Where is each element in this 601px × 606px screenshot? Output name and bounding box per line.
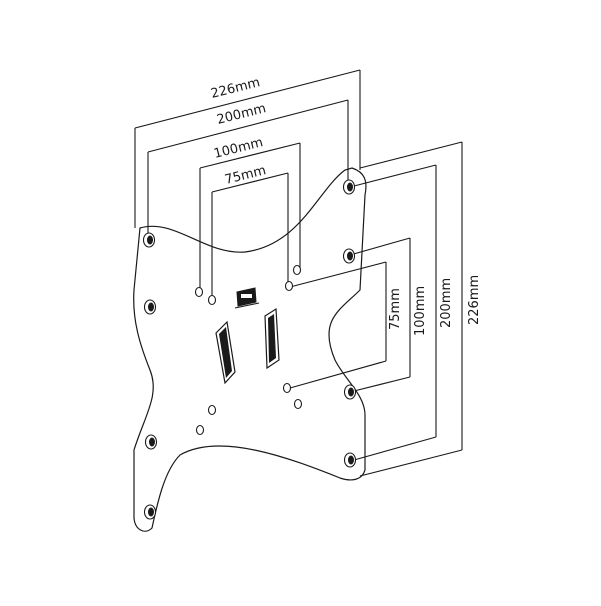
hole-mid-right-upper <box>342 248 356 264</box>
dim-75-v-ext-top <box>289 261 387 288</box>
small-hole-3 <box>284 280 294 292</box>
small-hole-6 <box>293 398 303 410</box>
hole-bottom-right <box>343 452 357 468</box>
dim-200-v-label: 200mm <box>439 278 454 328</box>
center-latch <box>234 287 260 309</box>
dim-226-h-line <box>134 69 361 129</box>
dim-100-v-ext-top <box>349 237 411 256</box>
mounting-plate <box>133 167 367 532</box>
dim-75-h-line <box>211 172 289 193</box>
small-hole-4 <box>292 264 302 276</box>
small-hole-7 <box>207 404 217 416</box>
left-slot <box>215 320 236 385</box>
dim-226-v-label: 226mm <box>467 275 482 325</box>
inner-holes <box>194 264 303 436</box>
hole-bottom-left <box>143 504 157 520</box>
dim-100-v-ext-bottom <box>349 376 411 393</box>
hole-top-right <box>342 179 356 195</box>
dim-200-v-ext-bottom <box>353 436 437 461</box>
dim-226-v-ext-top <box>359 141 463 169</box>
dim-226-v-ext-bottom <box>359 449 463 477</box>
dim-75-v-ext-bottom <box>289 360 387 389</box>
small-hole-5 <box>282 382 292 394</box>
hole-top-left <box>142 232 156 248</box>
dim-100-v-label: 100mm <box>413 286 428 336</box>
outer-holes <box>142 179 357 520</box>
hole-mid-right-lower <box>343 384 357 400</box>
small-hole-1 <box>194 286 204 298</box>
dim-200-h-line <box>147 99 349 153</box>
dim-100-h-line <box>199 142 301 169</box>
hole-bottom-left-upper <box>144 434 158 450</box>
small-hole-2 <box>207 294 217 306</box>
dim-75-v-label: 75mm <box>388 288 403 330</box>
vertical-dimensions: 226mm 200mm 100mm 75mm <box>289 141 482 477</box>
small-hole-8 <box>195 424 205 436</box>
right-slot <box>264 307 280 370</box>
hole-mid-left <box>143 299 157 315</box>
dim-200-v-ext-top <box>353 164 437 187</box>
